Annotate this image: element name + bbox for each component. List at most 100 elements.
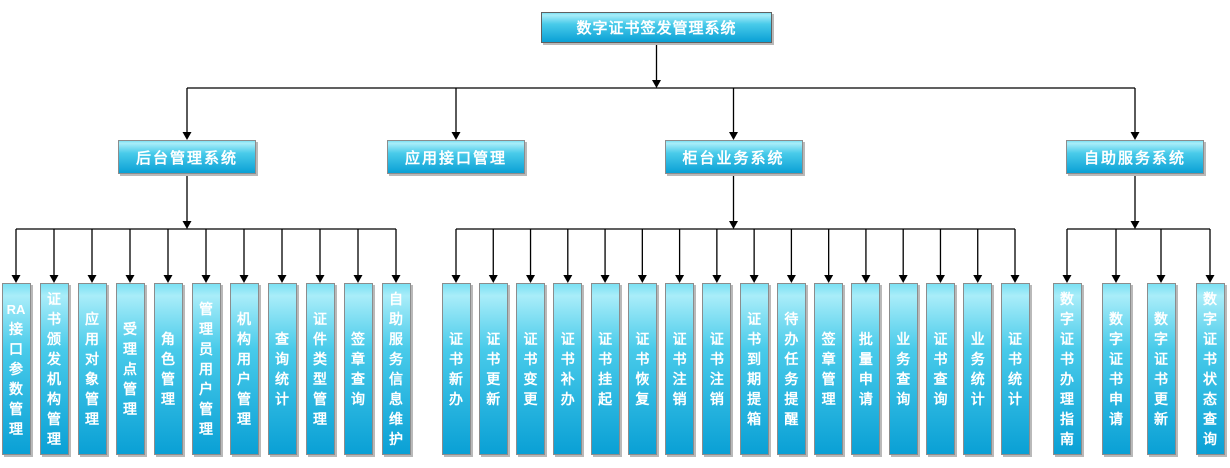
branch-node: 应用接口管理: [387, 140, 525, 174]
leaf-label-char: 复: [635, 390, 650, 407]
leaf-label-char: 证: [747, 310, 762, 327]
leaf-label-char: 提: [784, 390, 799, 407]
leaf-node: 证书注销: [665, 283, 695, 455]
leaf-label-char: 办: [1060, 370, 1074, 387]
leaf-label-char: 证: [486, 330, 501, 347]
leaf-node: 证书注销: [702, 283, 732, 455]
arrowhead-icon: [1156, 275, 1166, 283]
leaf-label-char: 理: [47, 430, 61, 447]
leaf-label-char: 书: [523, 350, 538, 367]
leaf-label-char: 查: [896, 370, 911, 387]
arrowhead-icon: [201, 275, 211, 283]
leaf-label-char: 任: [784, 350, 799, 367]
leaf-label-char: 理: [85, 410, 99, 427]
leaf-label-char: 管: [821, 370, 836, 387]
leaf-label-char: 证: [1203, 330, 1217, 347]
leaf-label-char: 签: [821, 330, 836, 347]
leaf-node: 数字证书办理指南: [1052, 283, 1082, 455]
leaf-node: 数字证书申请: [1101, 283, 1131, 455]
leaf-label-char: 字: [1060, 310, 1074, 327]
arrowhead-icon: [1111, 275, 1121, 283]
leaf-label-char: 申: [1109, 390, 1123, 407]
leaf-label-char: 计: [970, 390, 985, 407]
leaf-label-char: 醒: [784, 410, 799, 427]
leaf-label-char: 证: [598, 330, 613, 347]
leaf-label-char: 管: [237, 390, 251, 407]
leaf-label-char: 书: [1060, 350, 1074, 367]
leaf-label-char: 证: [933, 330, 948, 347]
leaf-label-char: 恢: [635, 370, 650, 387]
leaf-label-char: 查: [351, 370, 365, 387]
leaf-label-char: 业: [896, 330, 911, 347]
leaf-node: 受理点管理: [115, 283, 145, 455]
arrowhead-icon: [49, 275, 59, 283]
leaf-label-char: 颁: [47, 330, 61, 347]
leaf-label-char: 证: [47, 290, 61, 307]
leaf-label-char: 更: [523, 390, 538, 407]
leaf-label-char: 机: [47, 370, 61, 387]
leaf-label-char: 新: [449, 370, 463, 387]
leaf-label-char: 统: [1008, 370, 1022, 387]
leaf-node: 待办任务提醒: [776, 283, 806, 455]
leaf-label-char: 提: [747, 390, 762, 407]
arrowhead-icon: [1205, 275, 1215, 283]
arrowhead-icon: [729, 132, 738, 140]
leaf-label-char: 签: [351, 330, 365, 347]
leaf-label-char: 字: [1154, 330, 1168, 347]
leaf-label-char: 管: [123, 380, 137, 397]
leaf-node: 证书补办: [553, 283, 583, 455]
leaf-label-char: 件: [313, 330, 327, 347]
leaf-label-char: 章: [351, 350, 365, 367]
arrowhead-icon: [712, 275, 722, 283]
leaf-label-char: 统: [970, 370, 985, 387]
arrowhead-icon: [861, 275, 871, 283]
leaf-label-char: 请: [858, 390, 873, 407]
arrowhead-icon: [652, 80, 661, 88]
leaf-node: 证书到期提箱: [739, 283, 769, 455]
leaf-label-char: 书: [635, 350, 650, 367]
leaf-label-char: 书: [598, 350, 613, 367]
leaf-node: 批量申请: [851, 283, 881, 455]
leaf-node: 应用对象管理: [77, 283, 107, 455]
leaf-label-char: 期: [747, 370, 762, 387]
leaf-label-char: 请: [1109, 410, 1123, 427]
leaf-label-char: 态: [1203, 390, 1217, 407]
leaf-label-char: 管: [47, 410, 61, 427]
arrowhead-icon: [353, 275, 363, 283]
leaf-label-char: 管: [85, 390, 99, 407]
leaf-label-char: 管: [9, 400, 23, 417]
leaf-label-char: 证: [1154, 350, 1168, 367]
arrowhead-icon: [935, 275, 945, 283]
arrowhead-icon: [729, 221, 738, 229]
leaf-label-char: 数: [1203, 290, 1217, 307]
leaf-label-char: 计: [1008, 390, 1022, 407]
leaf-node: 角色管理: [153, 283, 183, 455]
leaf-label-char: 数: [1154, 310, 1168, 327]
leaf-label-char: 书: [1154, 370, 1168, 387]
leaf-label-char: 户: [237, 370, 251, 387]
leaf-label-char: 管: [199, 300, 213, 317]
arrowhead-icon: [600, 275, 610, 283]
leaf-label-char: 构: [47, 390, 61, 407]
leaf-label-char: 对: [85, 350, 99, 367]
leaf-label-char: 户: [199, 380, 213, 397]
leaf-label-char: 证: [1008, 330, 1022, 347]
leaf-label-char: 证: [709, 330, 724, 347]
leaf-label-char: 注: [709, 370, 724, 387]
leaf-label-char: 用: [237, 350, 251, 367]
leaf-label-char: 理: [237, 410, 251, 427]
leaf-label-char: 书: [672, 350, 687, 367]
leaf-label-char: 务: [389, 350, 403, 367]
leaf-node: 业务统计: [963, 283, 993, 455]
leaf-label-char: 书: [933, 350, 948, 367]
leaf-label-char: 书: [47, 310, 61, 327]
leaf-label-char: RA: [6, 301, 26, 317]
leaf-label-char: 计: [275, 390, 289, 407]
leaf-label-char: 构: [237, 330, 251, 347]
leaf-node: 证书统计: [1000, 283, 1030, 455]
arrowhead-icon: [824, 275, 834, 283]
leaf-label-char: 证: [1109, 350, 1123, 367]
leaf-label-char: 理: [313, 410, 327, 427]
arrowhead-icon: [563, 275, 573, 283]
